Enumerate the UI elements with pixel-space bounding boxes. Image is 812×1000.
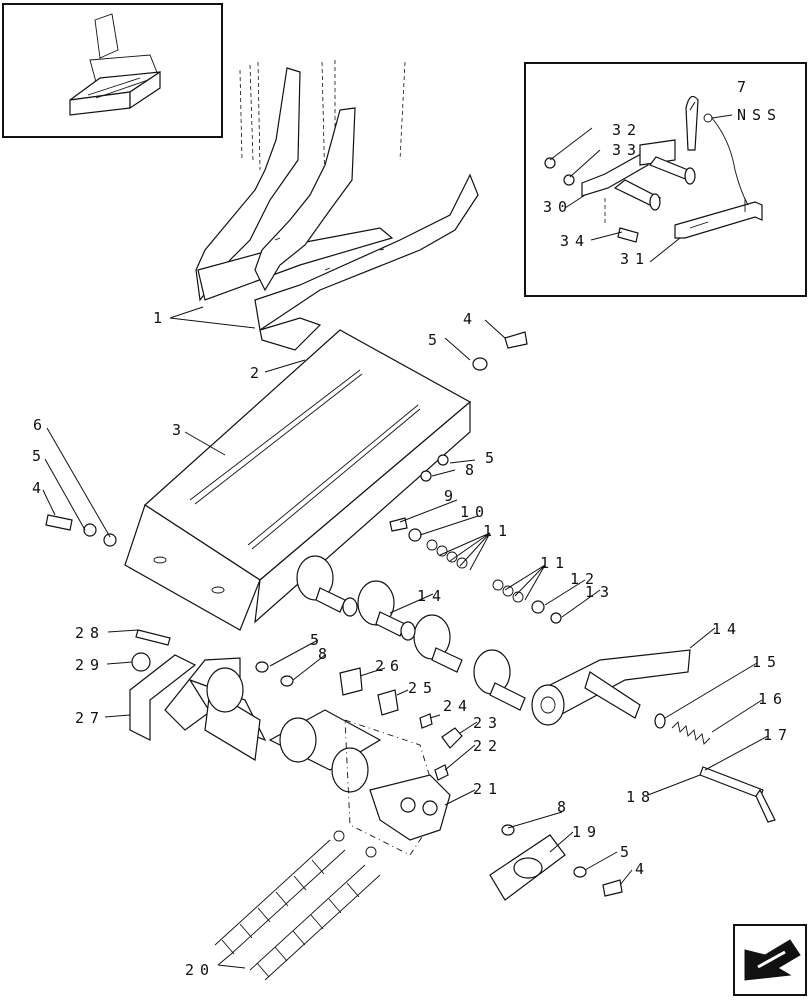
next-page-arrow-icon[interactable]	[733, 924, 807, 996]
callout-8: 8	[318, 645, 333, 663]
callout-7: 7	[737, 78, 752, 96]
callout-34: 34	[560, 232, 590, 250]
callout-20: 20	[185, 961, 215, 979]
callout-labels: 1 2 3 4 5 6 5 4 5 8 9 10 11 11 12 13 14 …	[32, 78, 793, 979]
callout-11: 11	[540, 554, 570, 572]
callout-29: 29	[75, 656, 105, 674]
callout-13: 13	[585, 583, 615, 601]
overview-thumbnail-icon[interactable]	[2, 3, 223, 138]
callout-16: 16	[758, 690, 788, 708]
callout-8: 8	[557, 798, 572, 816]
callout-4: 4	[463, 310, 478, 328]
callout-22: 22	[473, 737, 503, 755]
callout-14: 14	[417, 587, 447, 605]
roller-shaft	[296, 555, 526, 711]
callout-31: 31	[620, 250, 650, 268]
callout-30: 30	[543, 198, 573, 216]
callout-28: 28	[75, 624, 105, 642]
callout-4: 4	[635, 860, 650, 878]
spring-rod	[654, 713, 776, 823]
callout-21: 21	[473, 780, 503, 798]
tension-springs	[214, 830, 381, 981]
callout-32: 32	[612, 121, 642, 139]
callout-5: 5	[310, 631, 325, 649]
rack-plates	[195, 60, 479, 351]
callout-12: 12	[570, 570, 600, 588]
callout-5: 5	[485, 449, 500, 467]
callout-25: 25	[408, 679, 438, 697]
callout-4: 4	[32, 479, 47, 497]
callout-2: 2	[250, 364, 265, 382]
leader-lines	[42, 101, 769, 969]
callout-24: 24	[443, 697, 473, 715]
callout-5: 5	[620, 843, 635, 861]
callout-10: 10	[460, 503, 490, 521]
detail-inset	[524, 62, 807, 297]
callout-33: 33	[612, 141, 642, 159]
callout-18: 18	[626, 788, 656, 806]
pivot-bracket	[339, 667, 463, 841]
lever-arm	[531, 649, 691, 726]
hinge-bracket	[129, 654, 441, 856]
callout-27: 27	[75, 709, 105, 727]
callout-15: 15	[752, 653, 782, 671]
callout-3: 3	[172, 421, 187, 439]
callout-17: 17	[763, 726, 793, 744]
callout-1: 1	[153, 309, 168, 327]
callout-14: 14	[712, 620, 742, 638]
callout-nss: NSS	[737, 106, 782, 124]
callout-6: 6	[33, 416, 48, 434]
callout-23: 23	[473, 714, 503, 732]
callout-9: 9	[444, 487, 459, 505]
callout-5: 5	[428, 331, 443, 349]
mounting-plate	[489, 834, 566, 901]
callout-8: 8	[465, 461, 480, 479]
callout-5: 5	[32, 447, 47, 465]
callout-26: 26	[375, 657, 405, 675]
callout-11: 11	[483, 522, 513, 540]
callout-19: 19	[572, 823, 602, 841]
